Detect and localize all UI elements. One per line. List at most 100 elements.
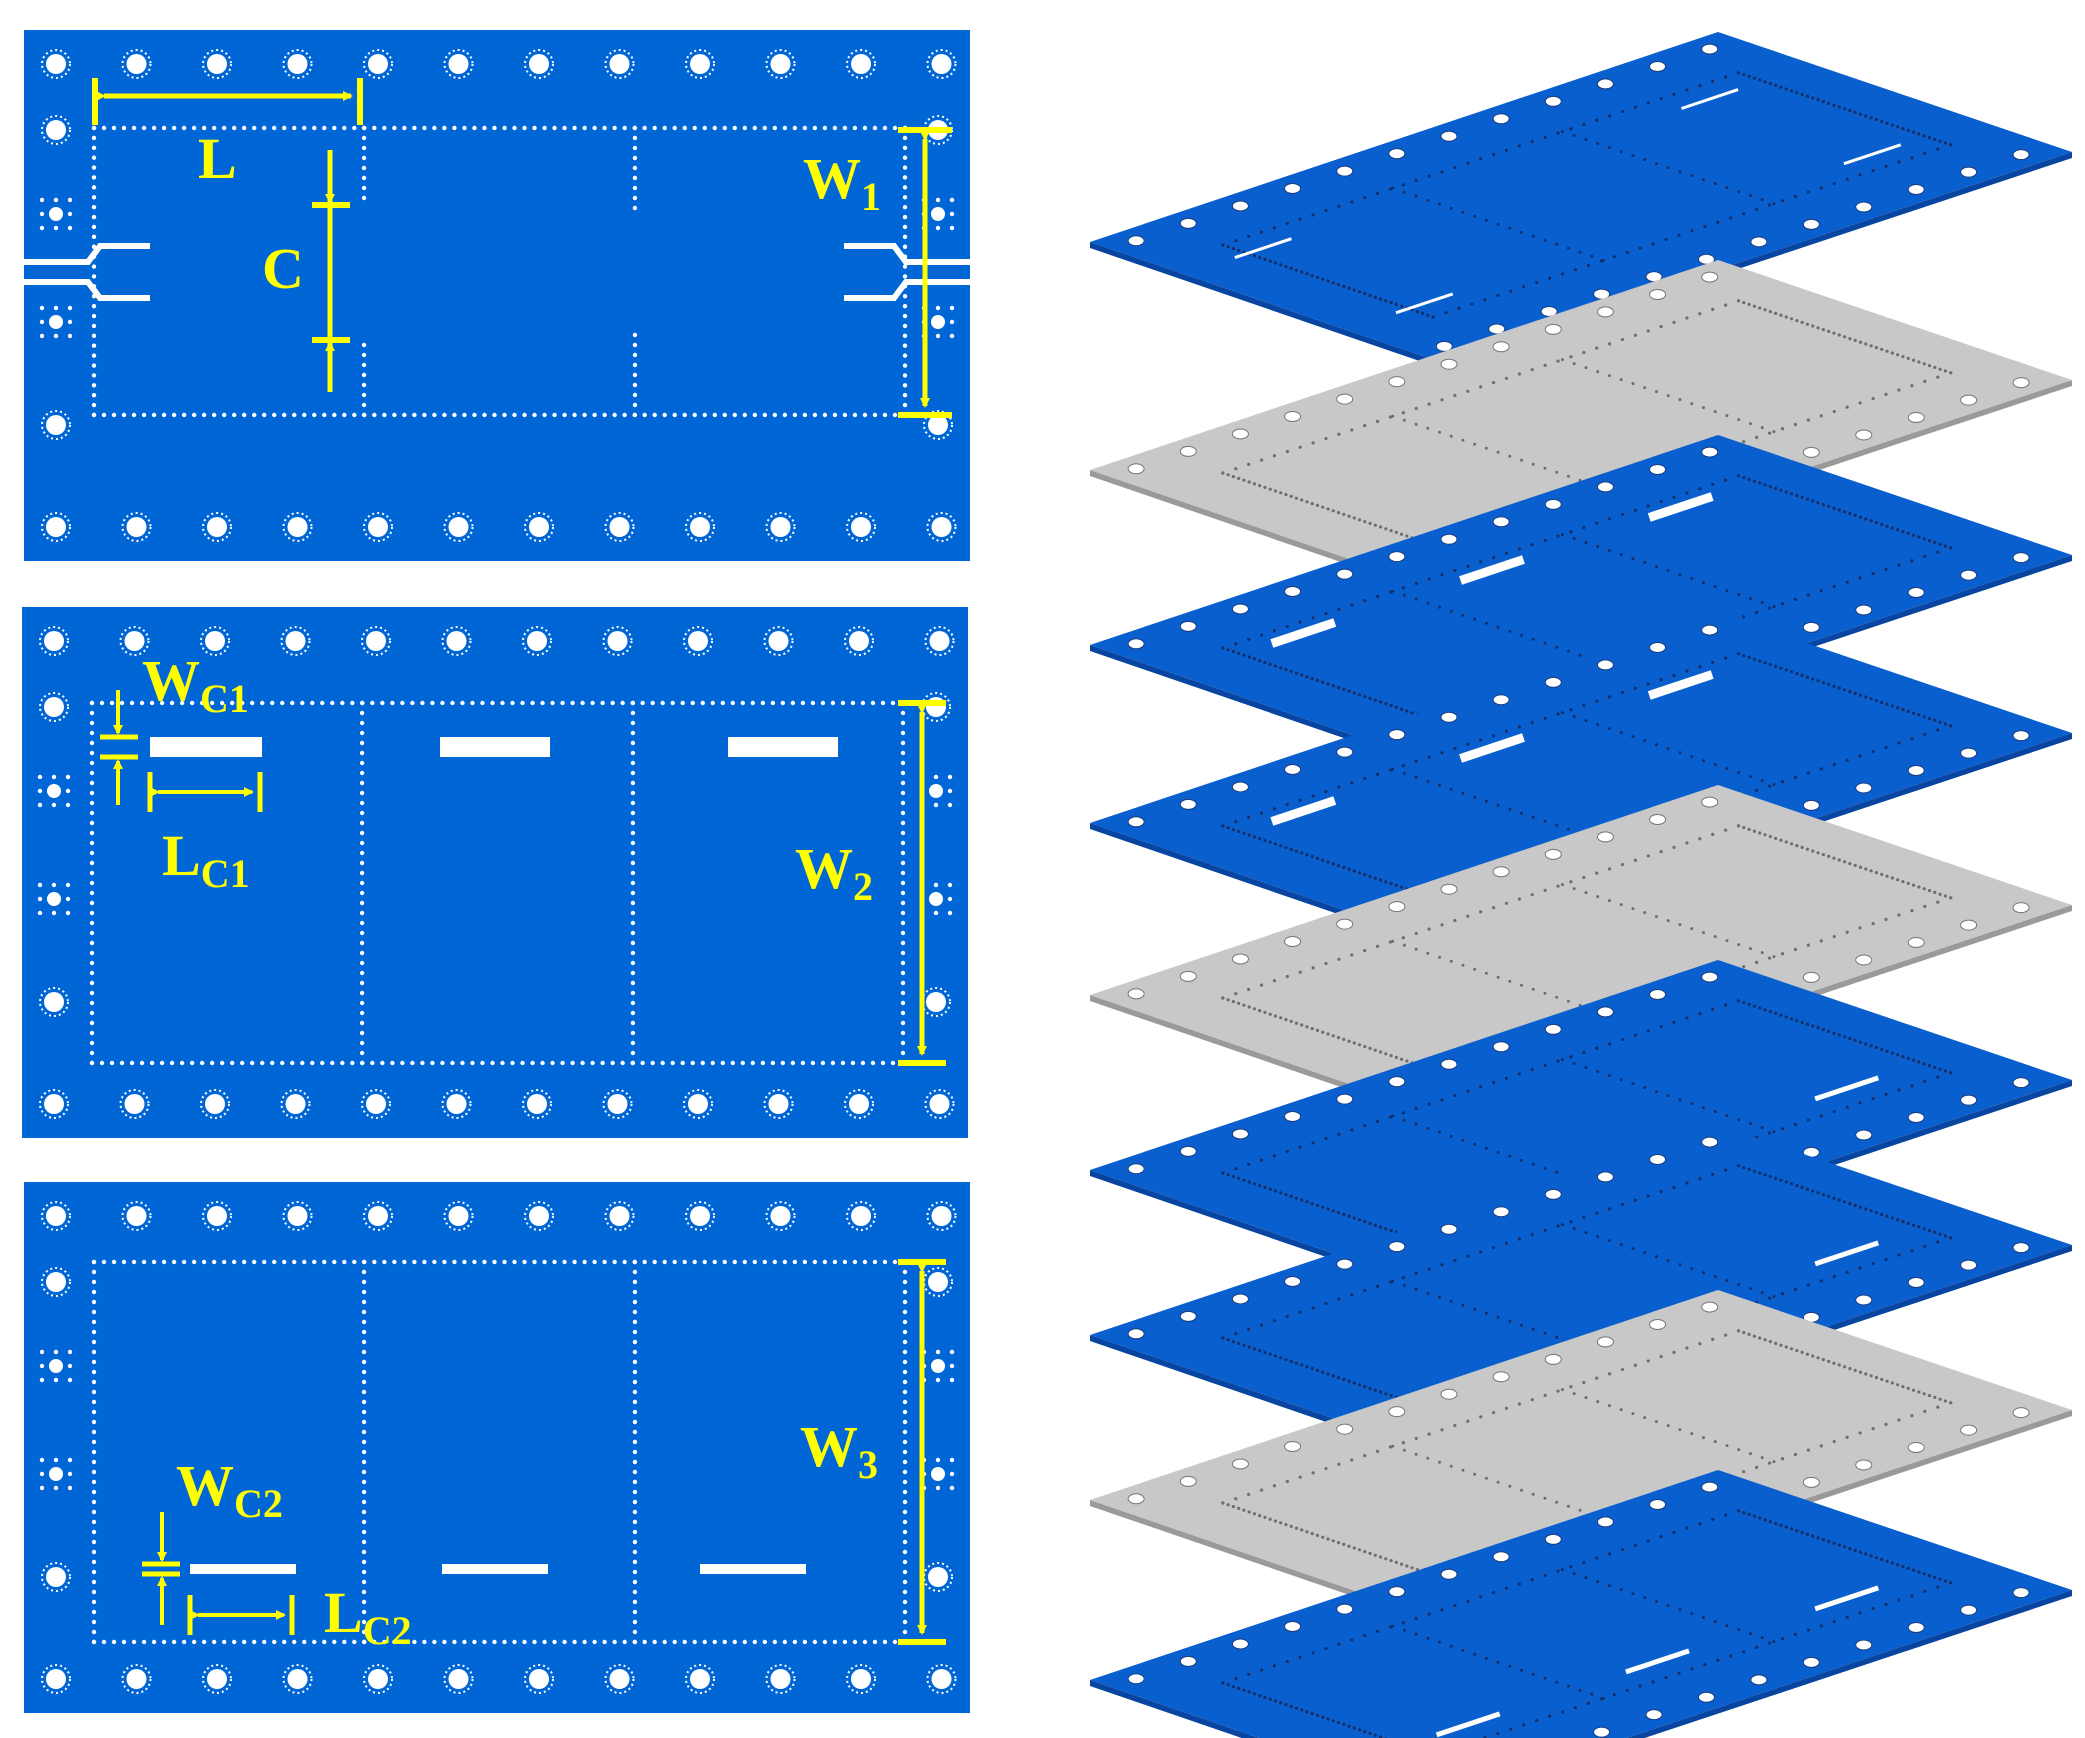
via: [692, 1639, 697, 1645]
mounting-hole: [604, 512, 635, 542]
via: [502, 1639, 507, 1645]
via: [630, 970, 636, 976]
via: [902, 1539, 908, 1545]
panel-bottom-layer: WC2 LC2 W3: [24, 1182, 970, 1713]
via: [632, 1409, 638, 1415]
mounting-hole: [522, 626, 552, 656]
via: [312, 125, 317, 131]
via: [722, 125, 727, 131]
via: [762, 1639, 768, 1645]
via: [361, 135, 367, 141]
via: [67, 225, 73, 231]
mounting-hole: [41, 1562, 71, 1592]
via: [492, 412, 497, 418]
via: [630, 710, 636, 716]
board-top: [24, 30, 970, 561]
via: [402, 1639, 407, 1645]
via: [191, 1259, 197, 1265]
via: [882, 125, 888, 131]
via: [121, 1639, 127, 1645]
via: [840, 700, 846, 706]
via: [359, 920, 365, 926]
via: [832, 125, 838, 131]
via: [902, 1589, 908, 1595]
via: [902, 1449, 908, 1455]
via: [902, 1619, 908, 1625]
via: [500, 700, 505, 706]
mounting-hole: [282, 512, 313, 542]
via: [452, 125, 457, 131]
via: [902, 185, 908, 190]
via: [902, 1349, 908, 1355]
via: [91, 1639, 97, 1645]
via: [91, 303, 97, 309]
via: [842, 412, 848, 418]
via: [682, 1259, 687, 1265]
via: [209, 700, 215, 706]
via: [935, 1377, 941, 1383]
via: [91, 1599, 97, 1605]
via: [702, 1639, 707, 1645]
via: [902, 1509, 908, 1515]
via: [752, 1259, 758, 1265]
via: [262, 1639, 267, 1645]
via: [89, 700, 95, 706]
via: [89, 990, 95, 996]
coupling-slot-6: [700, 1564, 806, 1574]
via: [350, 700, 355, 706]
via: [600, 700, 605, 706]
via: [53, 1457, 59, 1463]
via: [902, 1309, 908, 1315]
via: [91, 1509, 97, 1515]
via: [181, 1259, 187, 1265]
via: [632, 1479, 638, 1485]
via: [39, 211, 45, 217]
via: [432, 125, 437, 131]
via: [933, 910, 939, 916]
via: [251, 412, 257, 418]
via: [460, 1060, 465, 1066]
via: [392, 1259, 397, 1265]
via: [552, 1259, 557, 1265]
via: [359, 820, 365, 826]
via: [359, 1040, 365, 1046]
via: [902, 155, 908, 160]
via: [382, 412, 387, 418]
via: [359, 1000, 365, 1006]
via: [67, 211, 73, 217]
via: [201, 125, 207, 131]
via: [221, 125, 227, 131]
via: [472, 412, 477, 418]
via: [490, 1060, 495, 1066]
via: [89, 820, 95, 826]
via: [330, 1060, 335, 1066]
via: [359, 1010, 365, 1016]
via: [201, 1639, 207, 1645]
via: [91, 264, 97, 269]
via: [900, 1050, 906, 1056]
via: [211, 1639, 217, 1645]
via: [902, 1579, 908, 1585]
via: [91, 333, 97, 339]
via: [947, 788, 953, 794]
via: [632, 1589, 638, 1595]
via: [361, 1299, 367, 1305]
via: [949, 1457, 955, 1463]
via: [462, 1639, 467, 1645]
via: [572, 1259, 577, 1265]
mounting-hole: [282, 49, 313, 79]
via: [361, 1529, 367, 1535]
via-hole: [49, 1467, 63, 1481]
via: [239, 700, 245, 706]
via: [632, 1529, 638, 1535]
via: [470, 700, 475, 706]
via: [592, 1259, 597, 1265]
via: [380, 1060, 385, 1066]
via: [169, 700, 175, 706]
via: [361, 1629, 367, 1635]
via: [119, 700, 125, 706]
dimension-L: L: [92, 78, 363, 191]
via: [361, 1539, 367, 1545]
via: [630, 1030, 636, 1036]
via: [792, 1259, 798, 1265]
